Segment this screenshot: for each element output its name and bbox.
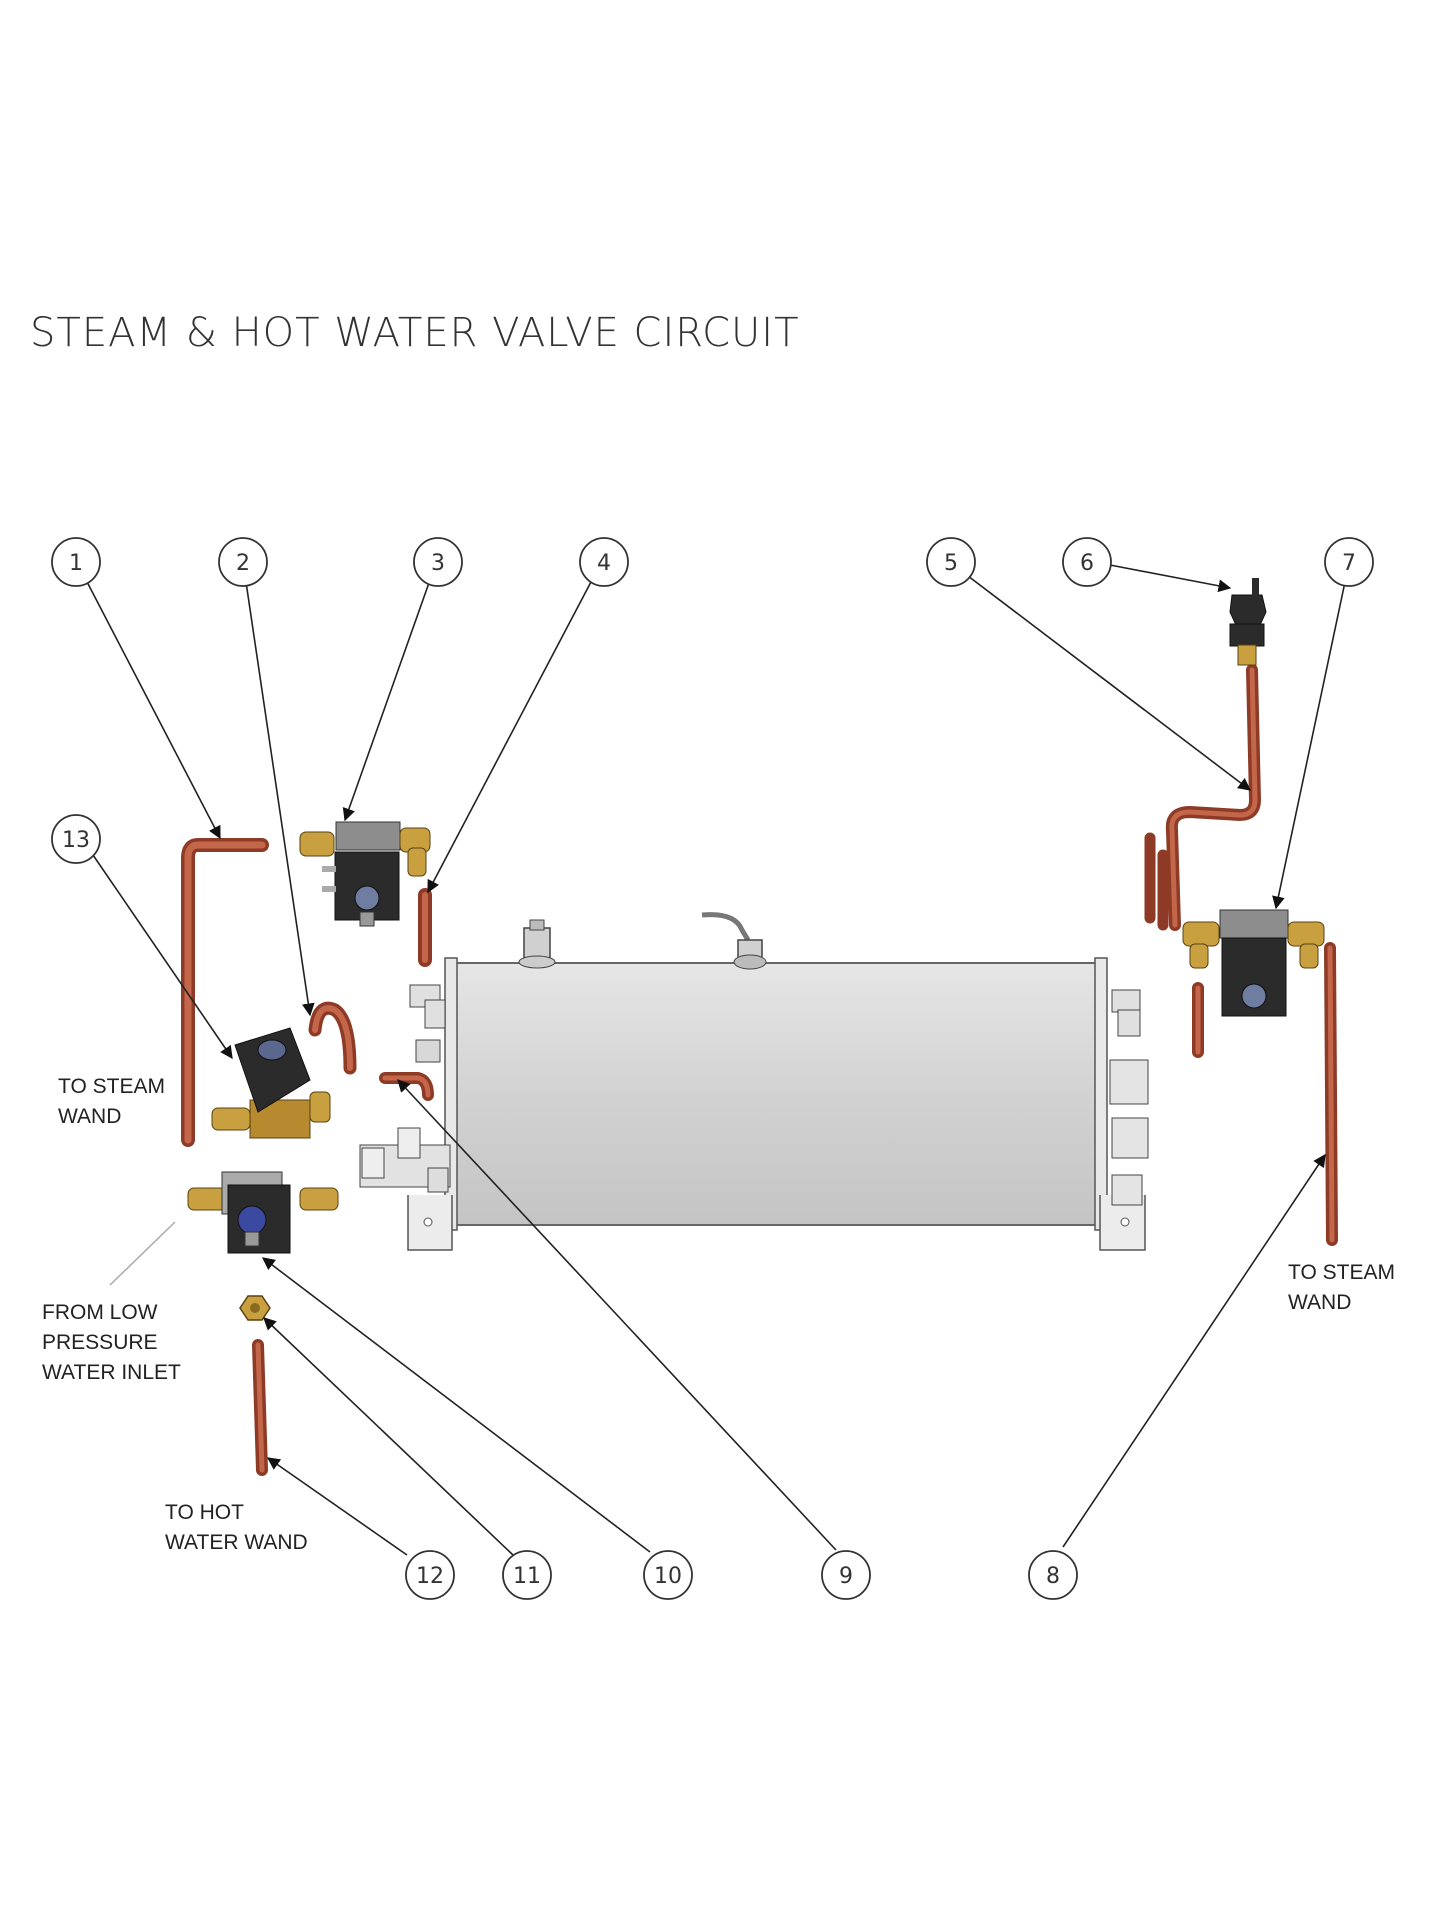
callout-8: 8 — [1028, 1550, 1078, 1600]
callout-label: 1 — [69, 551, 83, 576]
note-line: PRESSURE — [42, 1331, 158, 1354]
bracket-hole — [423, 1217, 433, 1227]
part-3-solenoid-valve — [299, 821, 431, 927]
callout-bubbles: 1 2 3 4 5 6 7 8 — [51, 537, 1374, 1600]
leader-12 — [266, 1457, 408, 1556]
callout-13: 13 — [51, 814, 101, 864]
part-10-solenoid-valve — [187, 1171, 339, 1254]
callout-5: 5 — [926, 537, 976, 587]
boiler — [359, 912, 1149, 1251]
callout-4: 4 — [579, 537, 629, 587]
note-from-low-pressure-inlet: FROM LOW PRESSURE WATER INLET — [42, 1298, 181, 1388]
note-to-hot-water-wand: TO HOT WATER WAND — [165, 1498, 308, 1558]
boiler-end-right — [1094, 957, 1108, 1231]
callout-1: 1 — [51, 537, 101, 587]
part-13-solenoid-valve — [211, 1027, 331, 1139]
part-8-steam-pipe — [1324, 942, 1338, 1246]
leader-8 — [1062, 1153, 1326, 1548]
callout-label: 11 — [513, 1564, 541, 1589]
callout-leaders — [84, 564, 1346, 1556]
boiler-top-fitting-left — [518, 919, 556, 969]
callout-label: 2 — [236, 551, 250, 576]
diagram-title: STEAM & HOT WATER VALVE CIRCUIT — [30, 310, 800, 356]
part-6-pressure-fitting — [1229, 578, 1267, 666]
note-line: FROM LOW — [42, 1301, 158, 1324]
leader-1 — [84, 577, 221, 840]
callout-label: 6 — [1080, 551, 1094, 576]
leader-5 — [967, 575, 1252, 791]
callout-9: 9 — [821, 1550, 871, 1600]
callout-label: 10 — [654, 1564, 682, 1589]
boiler-side-fittings-right — [1109, 989, 1149, 1206]
note-line: WAND — [1288, 1291, 1352, 1314]
callout-2: 2 — [218, 537, 268, 587]
callout-label: 3 — [431, 551, 445, 576]
callout-10: 10 — [643, 1550, 693, 1600]
bracket-hole — [1120, 1217, 1130, 1227]
part-11-brass-nut — [239, 1295, 271, 1321]
note-line: TO HOT — [165, 1501, 244, 1524]
callout-label: 13 — [62, 828, 90, 853]
note-line: WATER INLET — [42, 1361, 181, 1384]
note-to-steam-wand-right: TO STEAM WAND — [1288, 1258, 1395, 1318]
leader-4 — [427, 579, 593, 894]
leader-7 — [1272, 581, 1346, 910]
callout-label: 7 — [1342, 551, 1356, 576]
leader-10 — [261, 1257, 651, 1553]
callout-label: 9 — [839, 1564, 853, 1589]
part-9-small-pipe — [379, 1072, 434, 1101]
part-1-steam-pipe — [181, 838, 269, 1147]
note-line: TO STEAM — [1288, 1261, 1395, 1284]
note-line: WATER WAND — [165, 1531, 308, 1554]
callout-label: 12 — [416, 1564, 444, 1589]
note-line: WAND — [58, 1105, 122, 1128]
part-5-coiled-pipe — [1144, 664, 1262, 931]
note-to-steam-wand-left: TO STEAM WAND — [58, 1072, 165, 1132]
boiler-side-fittings-left — [359, 984, 451, 1193]
callout-label: 4 — [597, 551, 611, 576]
callout-label: 8 — [1046, 1564, 1060, 1589]
callout-6: 6 — [1062, 537, 1112, 587]
boiler-body — [451, 962, 1101, 1226]
leader-11 — [263, 1317, 514, 1556]
callout-7: 7 — [1324, 537, 1374, 587]
leader-2 — [245, 581, 315, 1017]
part-7-solenoid-valve — [1182, 909, 1325, 1017]
callout-11: 11 — [502, 1550, 552, 1600]
leader-6 — [1109, 564, 1232, 593]
callout-3: 3 — [413, 537, 463, 587]
leader-9 — [397, 1079, 837, 1551]
note-line: TO STEAM — [58, 1075, 165, 1098]
part-2-bent-pipe — [308, 1001, 357, 1075]
boiler-top-fitting-center — [701, 912, 767, 970]
leader-3 — [342, 579, 431, 822]
callout-label: 5 — [944, 551, 958, 576]
leader-13 — [92, 854, 233, 1060]
part-12-hot-water-pipe — [252, 1339, 268, 1476]
callout-12: 12 — [405, 1550, 455, 1600]
inlet-leader-line — [109, 1221, 176, 1286]
